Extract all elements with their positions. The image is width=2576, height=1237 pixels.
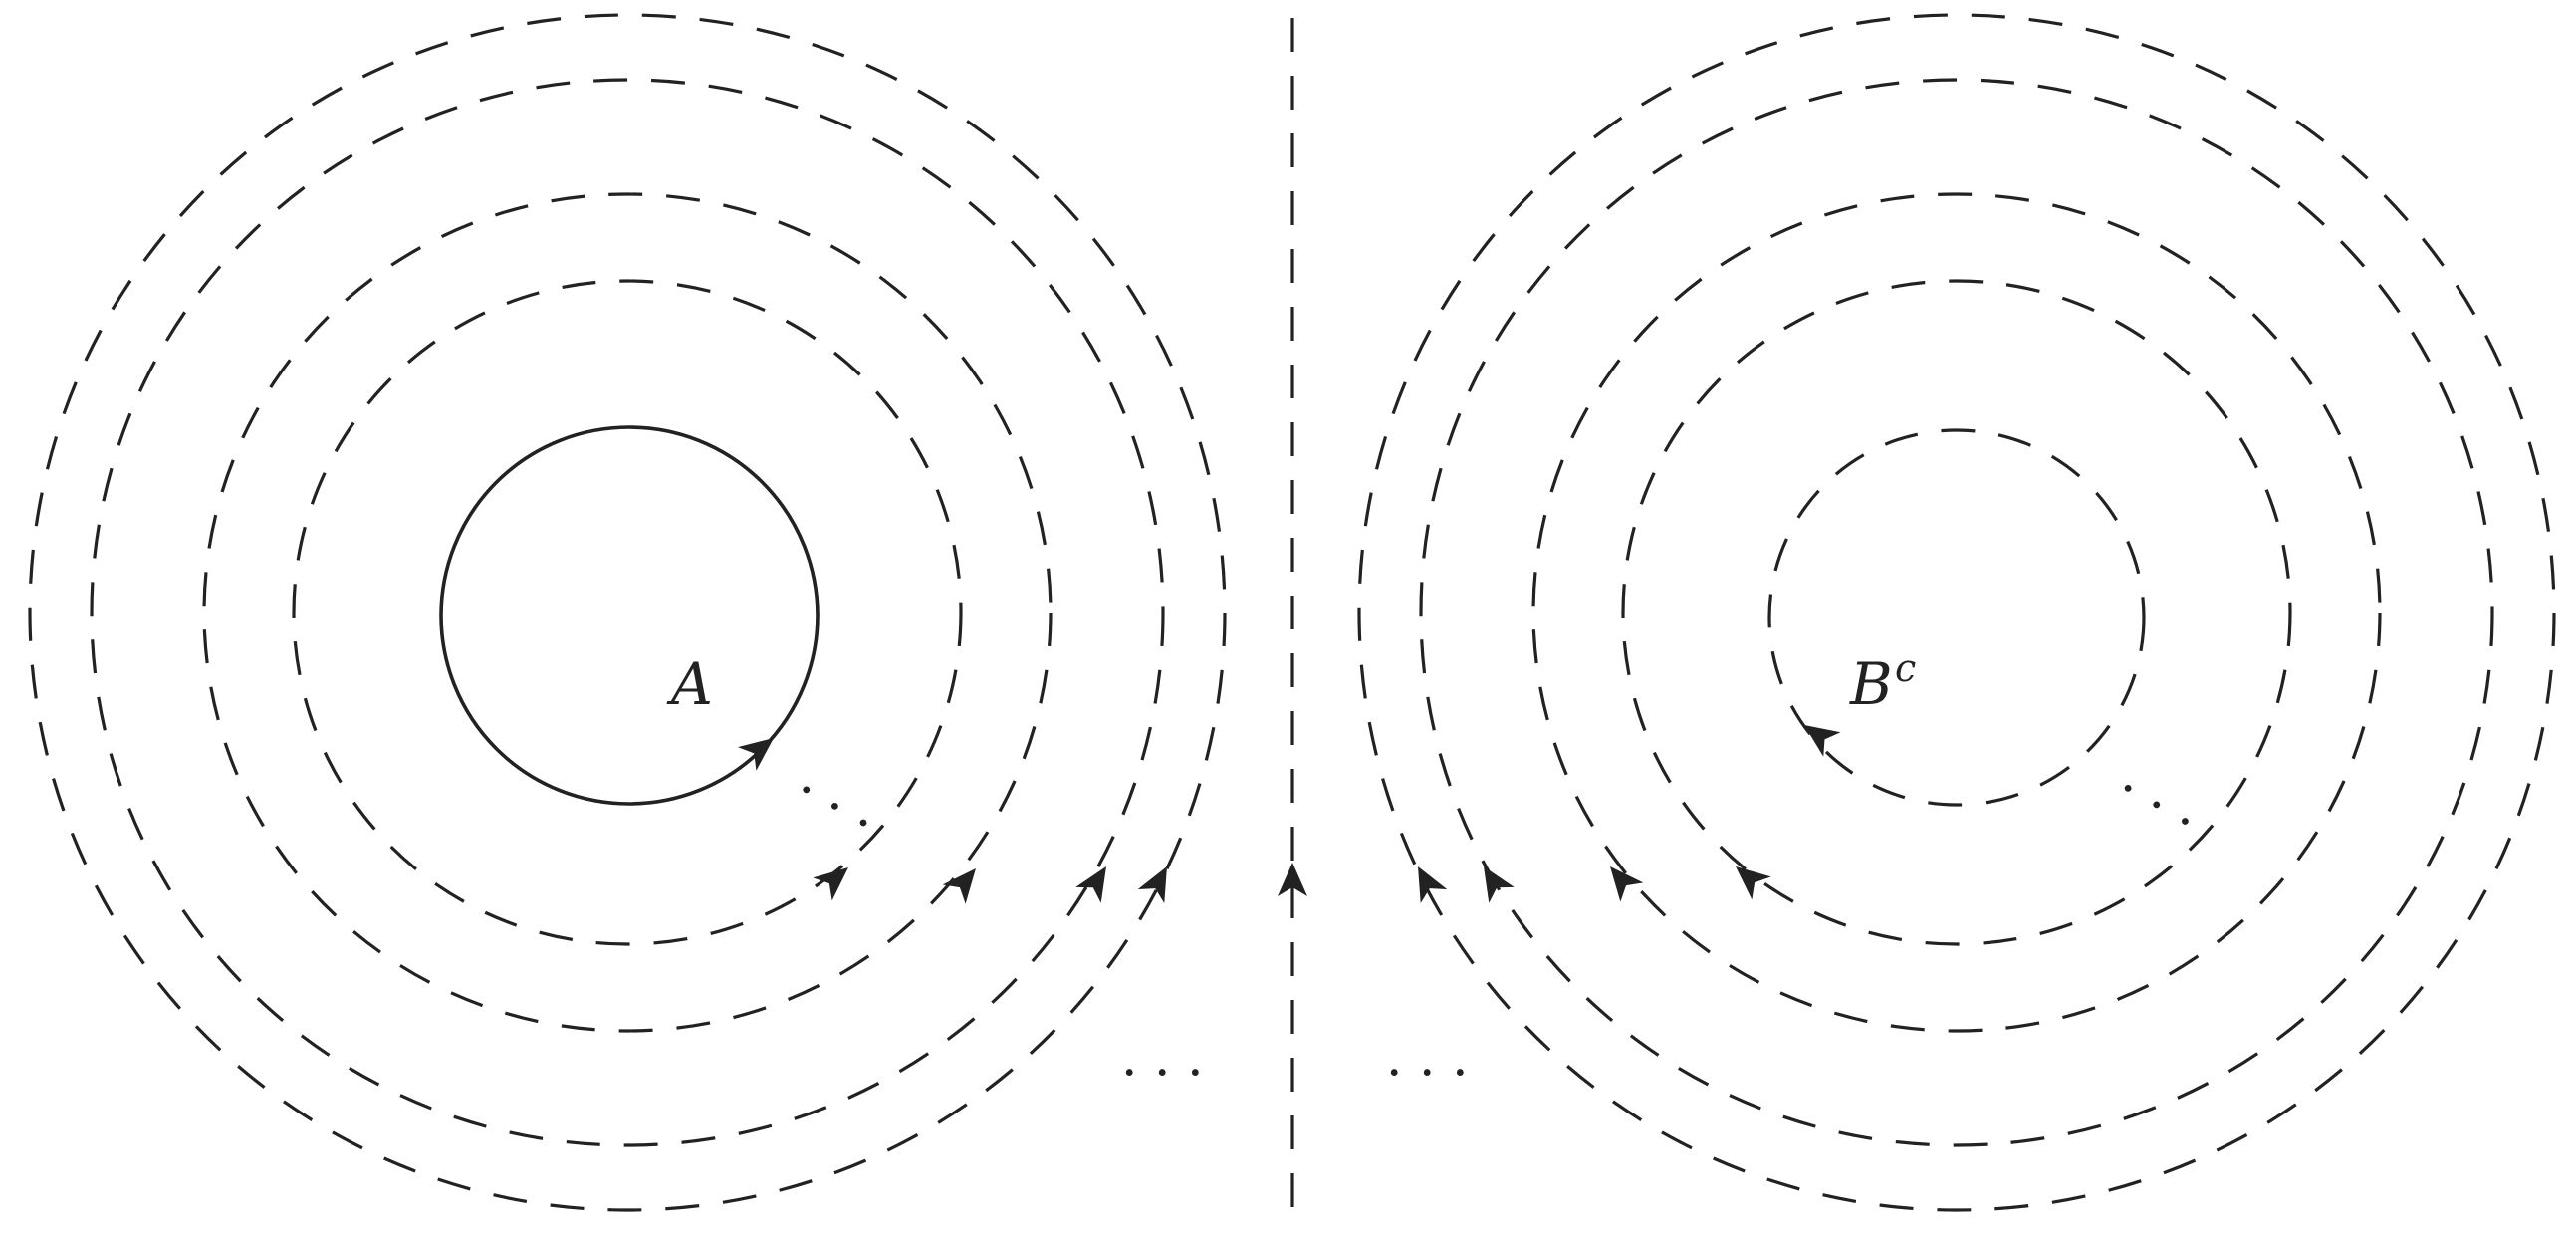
left-level-curve-4 [28,13,1227,1212]
ellipsis-left-bottom: · · · [1121,1044,1204,1104]
ellipsis-right-diagonal: · · · [2106,759,2208,852]
set-a-boundary [439,425,820,806]
arrow-right-0 [1804,725,1841,757]
arrow-right-4 [1418,866,1448,904]
arrow-left-2 [942,868,976,904]
right-level-curve-2 [1531,192,2382,1033]
direction-arrows [737,725,1841,904]
set-a-label: A [666,650,713,718]
right-level-curve-4 [1357,13,2556,1212]
arrow-set-a [737,738,774,771]
right-level-curve-1 [1621,279,2292,946]
left-curve-family [28,13,1227,1212]
left-level-curve-1 [292,279,963,946]
arrow-left-3 [1075,866,1106,903]
arrow-left-4 [1137,866,1167,904]
arrow-center [1278,863,1307,896]
arrow-left-1 [813,867,848,901]
set-b-label: B [1849,650,1893,718]
left-level-curve-2 [202,192,1053,1033]
set-b-complement-superscript: c [1895,646,1916,690]
arrow-right-1 [1736,866,1771,900]
arrow-right-3 [1484,866,1515,903]
ellipsis-right-bottom: · · · [1386,1044,1469,1104]
arrow-right-2 [1610,866,1644,902]
left-level-curve-3 [90,78,1165,1147]
right-curve-family [1357,13,2556,1212]
right-level-curve-3 [1419,78,2494,1147]
right-level-curve-0 [1767,428,2146,807]
